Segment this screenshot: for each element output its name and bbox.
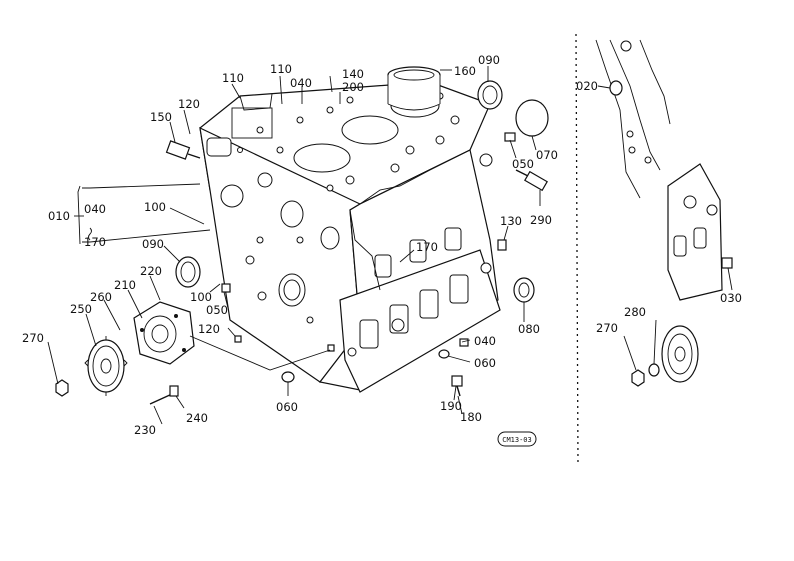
- oil-seal-left: [175, 256, 201, 288]
- leader-lines: [47, 66, 733, 425]
- pump-bolt: [149, 385, 179, 405]
- callout-190: 190: [440, 399, 462, 413]
- callout-220: 220: [140, 264, 162, 278]
- callout-250: 250: [70, 302, 92, 316]
- callout-120-lower: 120: [198, 322, 220, 336]
- washer-280: [648, 363, 660, 377]
- reference-code-badge: CM13-03: [497, 431, 537, 447]
- callout-030: 030: [720, 291, 742, 305]
- cylinder-liner: [387, 66, 441, 111]
- oil-pump: [133, 301, 195, 365]
- pump-gear: [84, 336, 128, 396]
- oil-pressure-switch: [515, 169, 548, 192]
- nozzle-130: [497, 239, 507, 251]
- callout-120-top: 120: [178, 97, 200, 111]
- callout-270-left: 270: [22, 331, 44, 345]
- callout-160: 160: [454, 64, 476, 78]
- fitting-050: [504, 132, 516, 142]
- callout-180: 180: [460, 410, 482, 424]
- callout-280: 280: [624, 305, 646, 319]
- callout-290: 290: [530, 213, 552, 227]
- callout-040-top: 040: [290, 76, 312, 90]
- block-detail-view: [595, 39, 723, 301]
- callout-010: 010: [48, 209, 70, 223]
- callout-060-right: 060: [474, 356, 496, 370]
- reference-code: CM13-03: [502, 436, 532, 444]
- callout-060-bottom: 060: [276, 400, 298, 414]
- callout-260: 260: [90, 290, 112, 304]
- fitting-020: [609, 80, 623, 96]
- callout-270-right: 270: [596, 321, 618, 335]
- callout-100-lower: 100: [190, 290, 212, 304]
- callout-240: 240: [186, 411, 208, 425]
- callout-200: 200: [342, 80, 364, 94]
- fitting-030: [721, 257, 733, 269]
- callout-050-left: 050: [206, 303, 228, 317]
- callout-020: 020: [576, 79, 598, 93]
- callout-110-left: 110: [222, 71, 244, 85]
- callout-090-top: 090: [478, 53, 500, 67]
- callout-130: 130: [500, 214, 522, 228]
- gear-detail: [661, 325, 699, 383]
- plug-060-lower: [281, 349, 450, 383]
- nut-270-detail: [631, 369, 645, 387]
- callout-140: 140: [342, 67, 364, 81]
- callout-100-upper: 100: [144, 200, 166, 214]
- plug-150: [165, 140, 201, 160]
- callout-150: 150: [150, 110, 172, 124]
- section-divider: [575, 33, 579, 467]
- callout-170-left: 170: [84, 235, 106, 249]
- callout-110-right: 110: [270, 62, 292, 76]
- callout-070: 070: [536, 148, 558, 162]
- callout-230: 230: [134, 423, 156, 437]
- callout-050-right: 050: [512, 157, 534, 171]
- dowel-pins: [221, 283, 469, 352]
- callout-040-left: 040: [84, 202, 106, 216]
- callout-080: 080: [518, 322, 540, 336]
- callout-labels: 010 020 030 040 040 040 050 050 060 060 …: [22, 53, 742, 437]
- drain-bolt: [451, 375, 463, 397]
- cover-plug: [515, 99, 549, 137]
- oil-seal-top: [477, 80, 503, 110]
- gear-nut: [55, 379, 69, 397]
- group-connector: [88, 227, 92, 241]
- callout-090-left: 090: [142, 237, 164, 251]
- callout-170-mid: 170: [416, 240, 438, 254]
- cylinder-block: [199, 81, 501, 393]
- oil-seal-rear: [513, 277, 535, 303]
- callout-040-right: 040: [474, 334, 496, 348]
- callout-210: 210: [114, 278, 136, 292]
